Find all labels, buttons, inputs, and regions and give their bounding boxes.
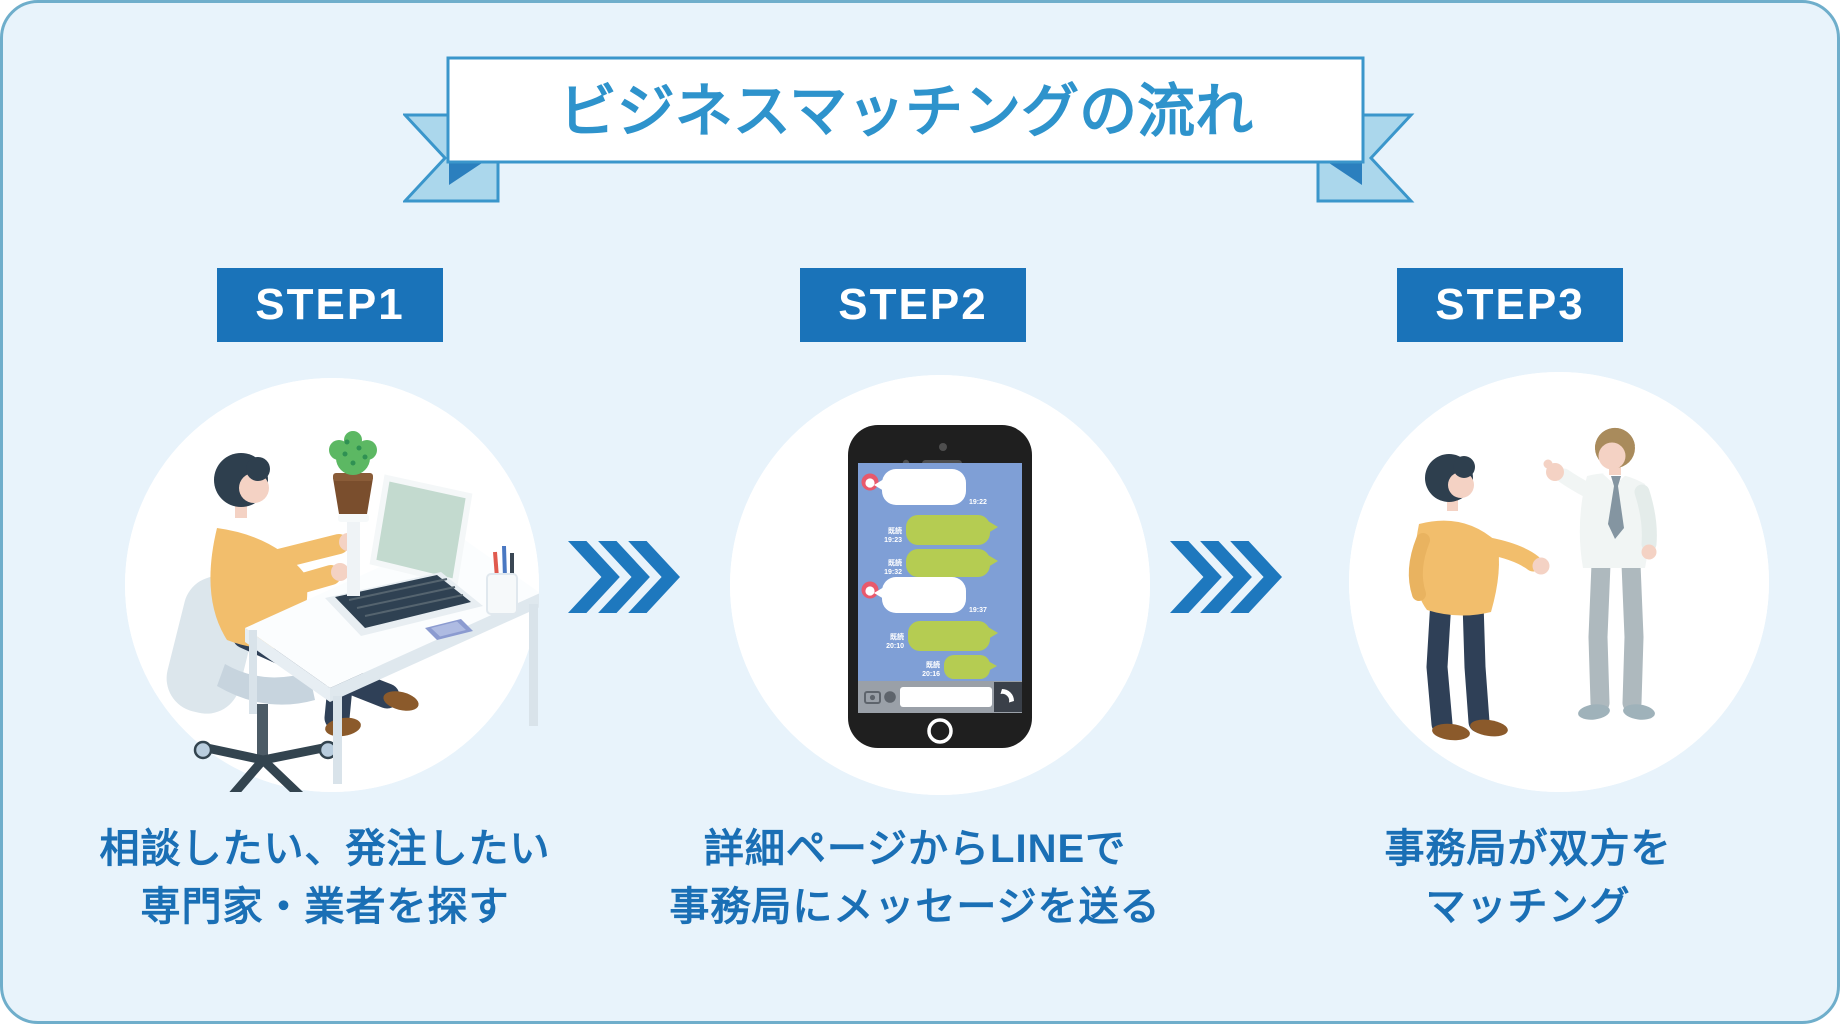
client-person [1408, 454, 1550, 741]
message-input [900, 687, 992, 707]
step2-badge: STEP2 [800, 268, 1026, 342]
caption-line: 相談したい、発注したい [99, 827, 551, 871]
phone-on-desk [425, 619, 473, 640]
caption-line: 詳細ページからLINEで [703, 827, 1127, 871]
two-people-talking-illustration [1349, 372, 1769, 792]
read-label: 既読 [890, 632, 904, 641]
step1-caption: 相談したい、発注したい 専門家・業者を探す [15, 820, 635, 936]
pen-cup [486, 545, 518, 615]
potted-plant [329, 431, 377, 596]
message-time: 19:22 [969, 499, 987, 506]
message-time: 19:23 [884, 537, 902, 544]
emoji-icon [884, 691, 896, 703]
home-button [927, 718, 953, 744]
expert-person [1543, 427, 1657, 720]
step3-circle [1349, 372, 1769, 792]
chat-input-bar [858, 681, 1022, 713]
smartphone-line-chat-illustration: 19:22 既読 19:23 既読 19:32 [730, 375, 1150, 795]
caption-line: 事務局にメッセージを送る [669, 885, 1161, 929]
outgoing-message: 既読 19:32 [884, 549, 998, 577]
camera-icon [864, 691, 881, 704]
incoming-message: 19:22 [861, 469, 987, 506]
step2-caption: 詳細ページからLINEで 事務局にメッセージを送る [605, 820, 1225, 936]
outgoing-message: 既読 19:23 [884, 515, 998, 545]
read-label: 既読 [888, 558, 902, 567]
message-time: 19:32 [884, 569, 902, 576]
message-time: 19:37 [969, 607, 987, 614]
step3-badge: STEP3 [1397, 268, 1623, 342]
read-label: 既読 [926, 660, 940, 669]
step3-caption: 事務局が双方を マッチング [1218, 820, 1838, 936]
outgoing-message: 既読 20:10 [886, 621, 998, 651]
arrow-step2-to-step3 [1170, 541, 1282, 613]
step2-circle: 19:22 既読 19:23 既読 19:32 [730, 375, 1150, 795]
call-icon [1000, 689, 1014, 703]
caption-line: マッチング [1425, 885, 1631, 929]
step1-label: STEP1 [255, 280, 405, 329]
message-time: 20:10 [886, 643, 904, 650]
ribbon-fold-right [1326, 161, 1362, 185]
page-title: ビジネスマッチングの流れ [559, 79, 1253, 144]
read-label: 既読 [888, 526, 902, 535]
step2-label: STEP2 [838, 280, 988, 329]
person-searching-at-desk-illustration [125, 378, 539, 792]
front-camera-dot [939, 443, 947, 451]
ribbon-band [446, 56, 1365, 164]
arrow-step1-to-step2 [568, 541, 680, 613]
caption-line: 事務局が双方を [1384, 827, 1672, 871]
smartphone: 19:22 既読 19:23 既読 19:32 [848, 425, 1032, 748]
incoming-message: 19:37 [861, 577, 987, 614]
step1-circle [125, 378, 539, 792]
step3-label: STEP3 [1435, 280, 1585, 329]
caption-line: 専門家・業者を探す [140, 885, 510, 929]
message-time: 20:16 [922, 671, 940, 678]
step1-badge: STEP1 [217, 268, 443, 342]
office-chair [166, 576, 338, 792]
laptop [325, 474, 483, 636]
ribbon-fold-left [449, 161, 485, 185]
title-ribbon: ビジネスマッチングの流れ [403, 56, 1415, 203]
outgoing-message: 既読 20:16 [922, 655, 997, 679]
